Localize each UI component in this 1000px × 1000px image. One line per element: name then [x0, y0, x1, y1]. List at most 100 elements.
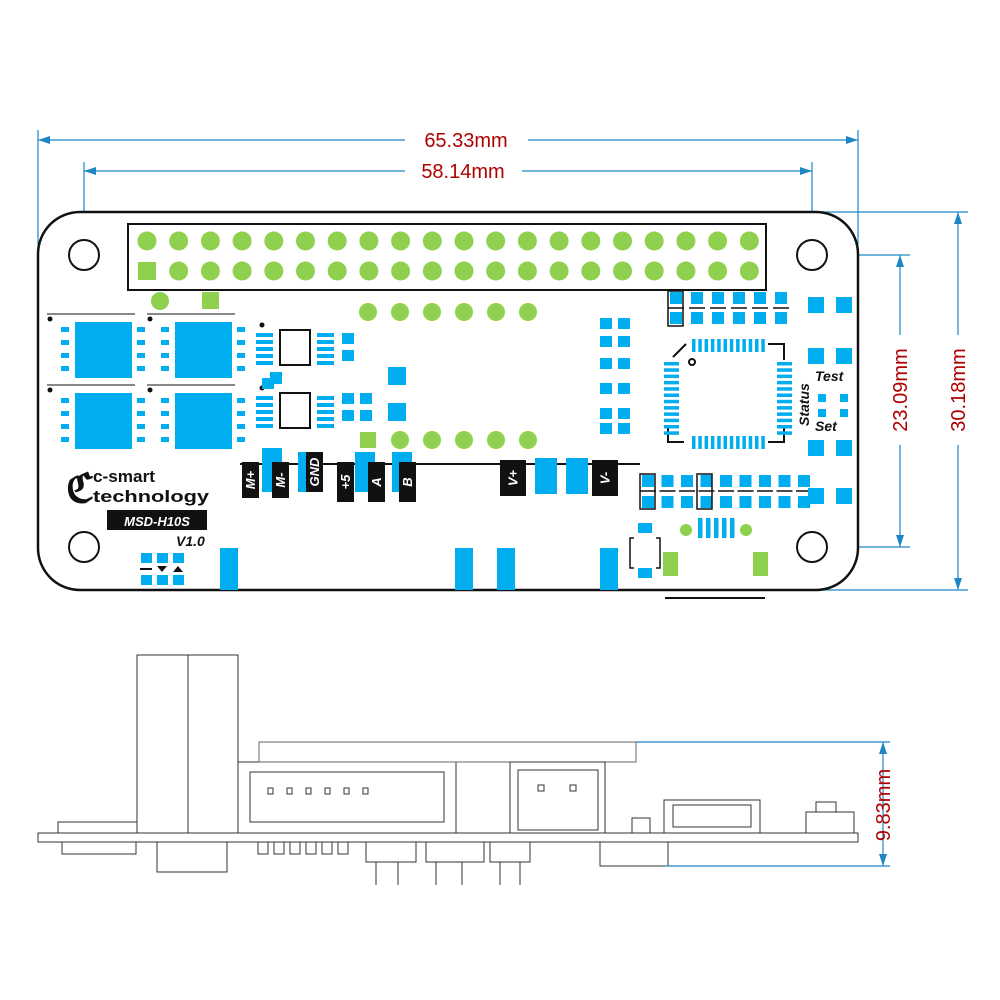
smd-pad: [836, 348, 852, 364]
smd-pad: [600, 423, 612, 434]
mounting-hole: [68, 239, 100, 271]
terminal-label-box: [592, 460, 618, 496]
smd-pad: [777, 393, 792, 397]
header-pin: [169, 231, 189, 251]
smd-pad: [664, 399, 679, 404]
smd-pad: [317, 340, 334, 344]
smd-pad: [710, 339, 715, 352]
smd-pad: [161, 366, 169, 371]
smd-pad: [317, 424, 334, 428]
smd-pad: [342, 410, 354, 421]
smd-pad: [317, 410, 334, 414]
smd-pad: [157, 553, 168, 563]
smd-pad: [818, 394, 826, 402]
smd-pad: [775, 312, 787, 324]
smd-pad: [137, 353, 145, 358]
smd-pad: [729, 339, 734, 352]
bottom-smd: [273, 841, 285, 855]
company-logo: ℭ c-smart technology: [66, 466, 210, 511]
pcb-edge: [37, 832, 859, 843]
smd-pad: [618, 336, 630, 347]
smd-pad: [761, 339, 765, 352]
micro-usb-opening: [672, 804, 752, 828]
smd-pad: [61, 353, 69, 358]
terminal-label: B: [400, 477, 415, 486]
header-pin: [296, 231, 315, 251]
through-hole-pad: [753, 552, 768, 576]
terminal-label-box: [272, 462, 289, 498]
smd-pad: [664, 406, 679, 410]
smd-pad: [61, 327, 69, 332]
smd-pad: [137, 366, 145, 371]
terminal-label-box: [399, 462, 416, 502]
smd-pad: [840, 409, 848, 417]
pin1-dot: [259, 322, 265, 328]
terminal-screw-hole: [343, 787, 350, 795]
smd-pad: [698, 518, 703, 538]
mosfet-packages: [47, 313, 245, 449]
through-hole-pin: [359, 303, 377, 321]
through-hole-pin: [360, 432, 376, 448]
terminal-label-box: [337, 462, 354, 502]
smd-pad: [700, 496, 713, 508]
smd-pad: [342, 350, 354, 361]
smd-pad: [759, 475, 771, 487]
smd-pad: [141, 553, 152, 563]
smd-pad: [840, 394, 848, 402]
dimension-overall-width: 65.33mm: [37, 130, 859, 245]
smd-pad: [237, 353, 245, 358]
smd-pad: [742, 436, 746, 449]
smd-pad: [717, 436, 721, 449]
smd-pad: [698, 436, 702, 449]
smd-pad: [137, 424, 145, 429]
hole-height-label: 23.09mm: [890, 348, 912, 431]
smd-pad: [704, 339, 709, 352]
terminal-label: A: [369, 477, 384, 487]
smd-pad: [237, 398, 245, 403]
smd-pad: [61, 366, 69, 371]
smd-pad: [317, 354, 334, 358]
dimension-side-height: 9.83mm: [636, 741, 895, 867]
test-button-label: Test: [815, 368, 845, 384]
smd-pad: [137, 411, 145, 416]
smd-pad: [642, 496, 654, 508]
smd-pad: [777, 380, 792, 385]
smd-pad: [818, 409, 826, 417]
header-pin: [169, 261, 189, 281]
middle-through-holes: [359, 303, 537, 449]
smd-pad: [600, 318, 612, 329]
header-pin: [517, 231, 537, 251]
smd-pad: [256, 361, 273, 365]
terminal-screw-hole: [305, 787, 312, 795]
smd-pad: [836, 488, 852, 504]
header-pin: [708, 231, 728, 251]
header-pin: [676, 231, 696, 251]
smd-pad: [161, 424, 169, 429]
smd-pad: [237, 366, 245, 371]
terminal-label: V+: [506, 469, 521, 486]
smd-pad: [262, 378, 274, 389]
smd-pad: [618, 383, 630, 394]
smd-pad: [733, 312, 745, 324]
smd-pad: [714, 518, 719, 538]
smd-pad: [237, 411, 245, 416]
smd-pad: [61, 424, 69, 429]
smd-pad: [642, 475, 654, 487]
smd-pad: [237, 424, 245, 429]
smd-pad: [777, 406, 792, 410]
terminal-label-box: [368, 462, 385, 502]
bottom-header: [365, 841, 417, 863]
smd-pad: [720, 475, 732, 487]
version-label: V1.0: [176, 533, 205, 549]
smd-pad: [798, 496, 810, 508]
smd-pad: [137, 340, 145, 345]
side-view: [37, 654, 859, 885]
bottom-smd: [321, 841, 333, 855]
header-pin: [327, 231, 347, 251]
driver-ics: [256, 322, 334, 429]
header-pin: [549, 261, 569, 281]
smd-pad: [733, 292, 745, 304]
through-hole-pin: [151, 292, 169, 310]
